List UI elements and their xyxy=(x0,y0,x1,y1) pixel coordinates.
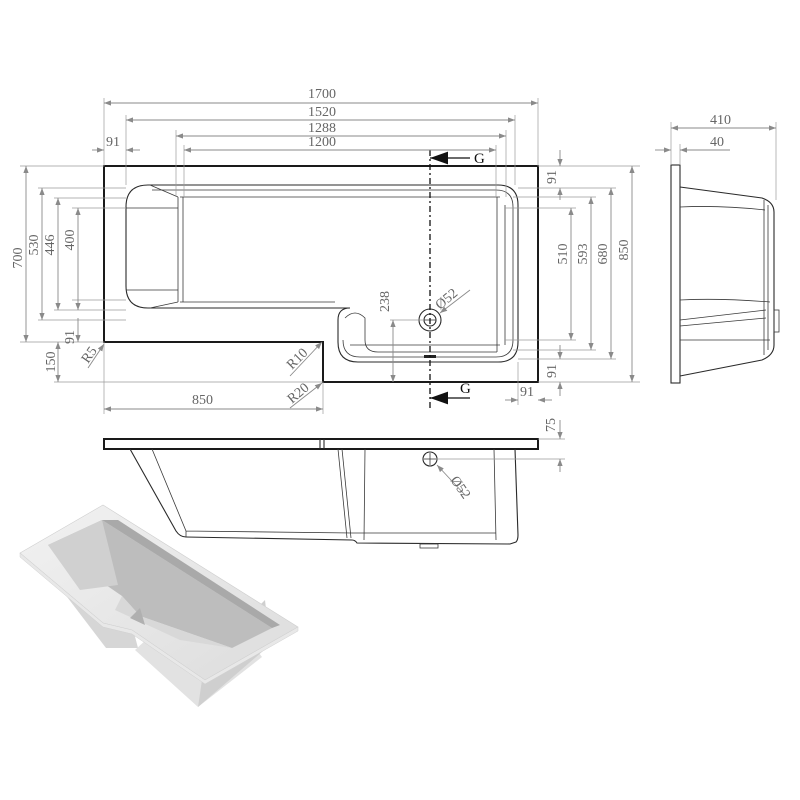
front-rim xyxy=(103,438,539,450)
dim-1700: 1700 xyxy=(308,87,336,102)
section-marker-bottom: G xyxy=(460,381,471,397)
dim-510: 510 xyxy=(556,244,571,265)
waste-dia-plan: Ø52 xyxy=(433,286,461,313)
dim-91-right-bottom: 91 xyxy=(545,364,560,378)
section-marker-top: G xyxy=(474,151,485,167)
side-flange xyxy=(670,164,681,384)
dim-91-top: 91 xyxy=(106,135,120,150)
dim-850-right: 850 xyxy=(617,240,632,261)
dim-680: 680 xyxy=(596,244,611,265)
dim-238: 238 xyxy=(378,291,393,312)
dim-91-left: 91 xyxy=(63,330,78,344)
radius-r20: R20 xyxy=(285,381,313,407)
dim-850-bottom: 850 xyxy=(192,393,213,408)
dim-530: 530 xyxy=(27,235,42,256)
basin-rim xyxy=(125,184,519,363)
dim-1288: 1288 xyxy=(308,121,336,136)
dim-700: 700 xyxy=(11,248,26,269)
dim-446: 446 xyxy=(43,235,58,256)
dim-400: 400 xyxy=(63,230,78,251)
plan-outline xyxy=(103,165,539,383)
front-view: Ø52 75 xyxy=(103,418,565,549)
dim-1200: 1200 xyxy=(308,135,336,150)
radius-r5: R5 xyxy=(79,344,101,366)
bath-3d-render xyxy=(19,504,299,707)
dim-593: 593 xyxy=(576,244,591,265)
waste-dia-front: Ø52 xyxy=(447,474,473,502)
side-view: 410 40 xyxy=(655,113,780,384)
dim-91-right-top: 91 xyxy=(545,170,560,184)
dim-150: 150 xyxy=(44,352,59,373)
dim-410: 410 xyxy=(710,113,731,128)
dim-75: 75 xyxy=(544,418,559,432)
plan-view: G G 1700 1520 1288 1200 91 700 530 xyxy=(11,87,640,414)
dim-91-bottom: 91 xyxy=(520,385,534,400)
radius-r10: R10 xyxy=(284,346,311,373)
dim-40: 40 xyxy=(710,135,724,150)
dim-1520: 1520 xyxy=(308,105,336,120)
